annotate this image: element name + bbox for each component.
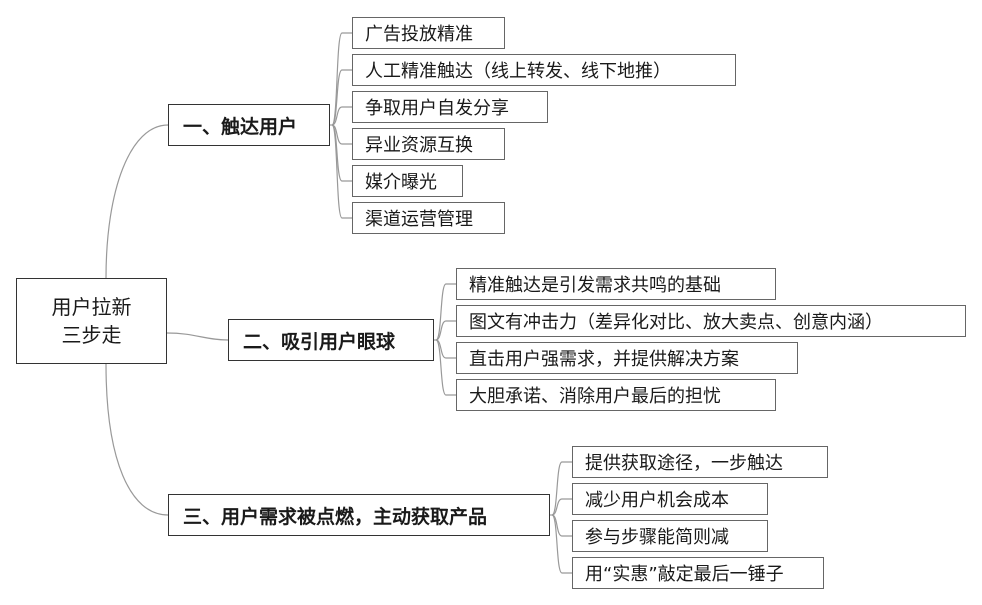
leaf-2-2: 图文有冲击力（差异化对比、放大卖点、创意内涵） bbox=[456, 305, 966, 337]
leaf-2-3: 直击用户强需求，并提供解决方案 bbox=[456, 342, 798, 374]
branch-ignite-demand: 三、用户需求被点燃，主动获取产品 bbox=[168, 494, 550, 536]
leaf-1-2: 人工精准触达（线上转发、线下地推） bbox=[352, 54, 736, 86]
root-to-branch-2 bbox=[166, 332, 229, 341]
branch-1-leaf-2 bbox=[331, 69, 352, 126]
branch-1-leaf-6 bbox=[331, 124, 352, 219]
branch-reach-users: 一、触达用户 bbox=[168, 104, 330, 146]
root-title-line2: 三步走 bbox=[61, 323, 122, 347]
leaf-1-4: 异业资源互换 bbox=[352, 128, 505, 160]
leaf-3-3: 参与步骤能简则减 bbox=[572, 520, 768, 552]
branch-2-leaf-2 bbox=[435, 320, 456, 341]
leaf-3-2: 减少用户机会成本 bbox=[572, 483, 768, 515]
root-to-branch-3 bbox=[105, 363, 169, 516]
leaf-1-5: 媒介曝光 bbox=[352, 165, 463, 197]
leaf-1-3: 争取用户自发分享 bbox=[352, 91, 548, 123]
leaf-1-1: 广告投放精准 bbox=[352, 17, 505, 49]
branch-3-leaf-2 bbox=[551, 498, 572, 516]
leaf-2-1: 精准触达是引发需求共鸣的基础 bbox=[456, 268, 776, 300]
branch-1-leaf-3 bbox=[331, 106, 352, 126]
branch-1-leaf-1 bbox=[331, 32, 352, 126]
branch-2-leaf-4 bbox=[435, 339, 456, 396]
leaf-2-4: 大胆承诺、消除用户最后的担忧 bbox=[456, 379, 776, 411]
leaf-3-4: 用“实惠”敲定最后一锤子 bbox=[572, 557, 824, 589]
branch-3-leaf-1 bbox=[551, 461, 572, 516]
root-node: 用户拉新 三步走 bbox=[16, 278, 167, 364]
branch-2-leaf-1 bbox=[435, 283, 456, 341]
leaf-1-6: 渠道运营管理 bbox=[352, 202, 505, 234]
leaf-3-1: 提供获取途径，一步触达 bbox=[572, 446, 828, 478]
root-title-line1: 用户拉新 bbox=[51, 295, 132, 319]
branch-attract-attention: 二、吸引用户眼球 bbox=[228, 319, 434, 361]
root-to-branch-1 bbox=[105, 124, 169, 279]
branch-3-leaf-4 bbox=[551, 514, 572, 574]
